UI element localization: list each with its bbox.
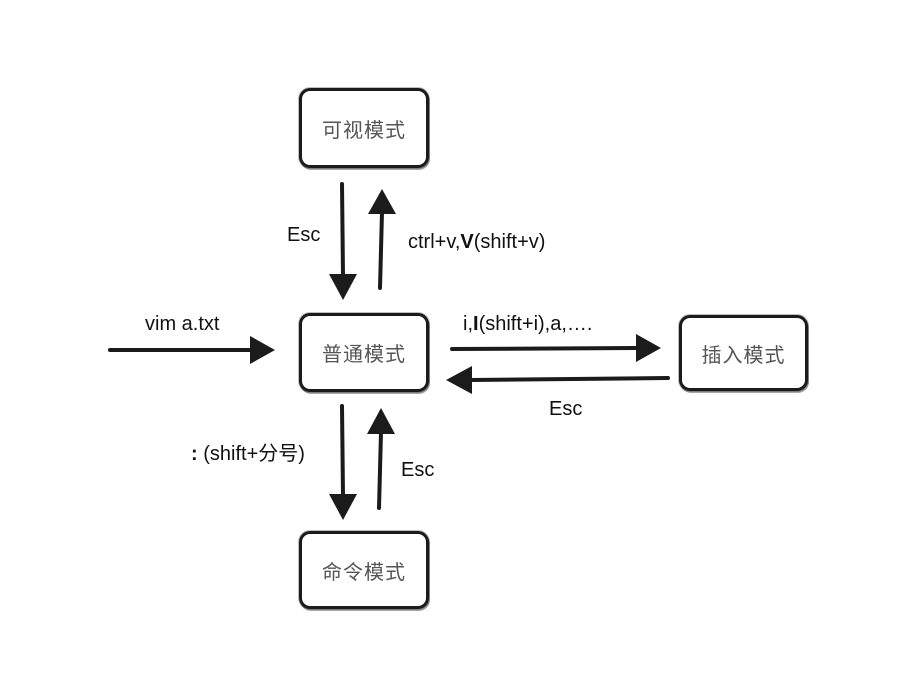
from-command-arrow-shaft <box>377 430 383 510</box>
to-insert-label-prefix: i, <box>463 313 473 335</box>
to-command-label-key: : <box>191 443 198 465</box>
start-label: vim a.txt <box>145 313 220 335</box>
from-command-label: Esc <box>401 459 435 481</box>
insert-mode-node: 插入模式 <box>679 315 808 391</box>
to-insert-arrow-head <box>636 334 661 362</box>
to-visual-arrow-head <box>368 189 396 214</box>
to-visual-arrow-shaft <box>378 210 384 290</box>
from-command-arrow-head <box>367 408 395 434</box>
to-visual-label-prefix: ctrl+v, <box>408 231 461 253</box>
from-visual-label: Esc <box>287 224 321 246</box>
to-command-arrow-shaft <box>340 404 345 498</box>
command-mode-node: 命令模式 <box>299 531 429 609</box>
to-command-label-suffix: (shift+分号) <box>197 443 305 465</box>
normal-mode-node: 普通模式 <box>299 313 429 392</box>
to-command-arrow-head <box>329 494 357 520</box>
from-insert-arrow-head <box>446 366 472 394</box>
from-insert-arrow-shaft <box>468 376 670 382</box>
from-visual-arrow-shaft <box>340 182 345 278</box>
start-arrow-head <box>250 336 275 364</box>
to-insert-label: i,I(shift+i),a,…. <box>463 313 592 336</box>
to-visual-label: ctrl+v,V(shift+v) <box>408 231 545 254</box>
to-visual-label-suffix: (shift+v) <box>473 231 546 253</box>
from-insert-label: Esc <box>549 398 583 420</box>
to-command-label: : (shift+分号) <box>191 437 305 466</box>
to-visual-label-key: V <box>460 231 474 253</box>
visual-mode-node: 可视模式 <box>299 88 429 168</box>
to-insert-label-suffix: (shift+i),a,…. <box>478 313 593 335</box>
to-insert-arrow-shaft <box>450 346 642 351</box>
to-insert-label-key: I <box>473 313 479 335</box>
from-visual-arrow-head <box>329 274 357 300</box>
